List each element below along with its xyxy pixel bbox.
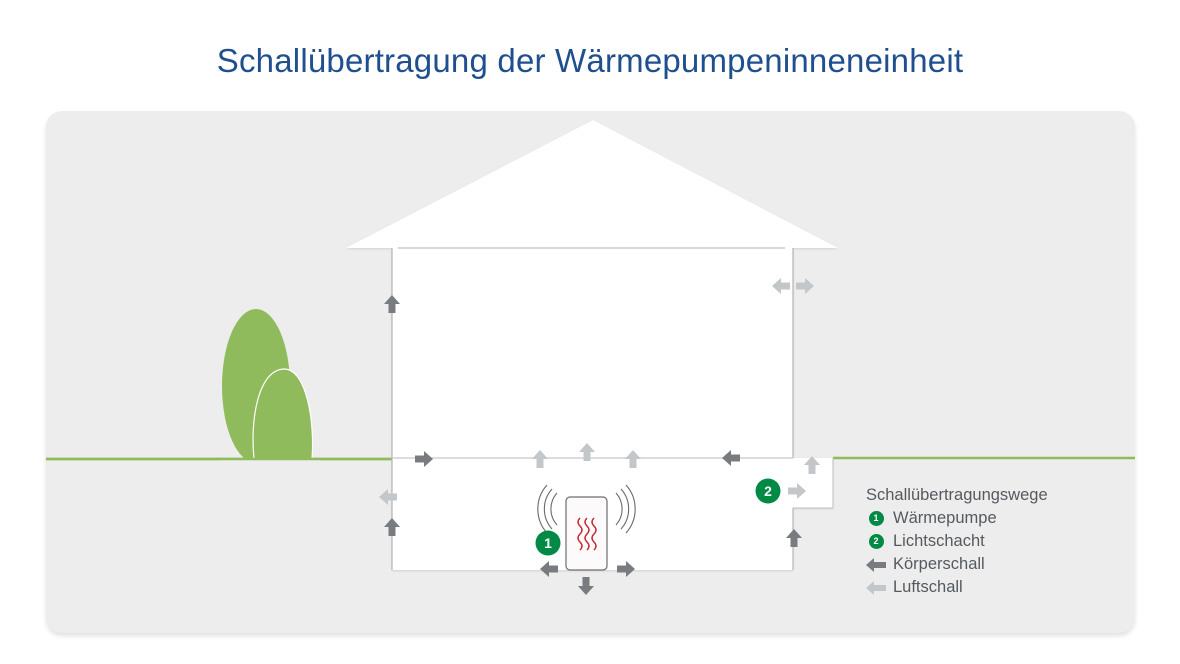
upper-floor [392,248,793,458]
tree-icon [220,309,320,465]
dark-arrow-left-icon [866,557,886,573]
heat-pump-unit [565,496,608,571]
badge-2: 2 [755,478,781,504]
legend-item-waermepumpe: 1 Wärmepumpe [866,507,1048,530]
svg-text:2: 2 [764,483,772,499]
legend-heading: Schallübertragungswege [866,486,1048,504]
roof [346,120,838,248]
light-arrow-left-icon [866,580,886,596]
legend-item-lichtschacht: 2 Lichtschacht [866,530,1048,553]
badge-2-icon: 2 [868,534,884,549]
badge-1-icon: 1 [868,511,884,526]
legend-item-koerperschall: Körperschall [866,553,1048,576]
house [346,120,838,570]
heat-waves-icon [577,517,597,551]
dark-arrow-down-icon [578,577,594,595]
light-arrow-right-icon [796,278,814,294]
sound-waves-icon [537,484,636,534]
legend: Schallübertragungswege 1 Wärmepumpe 2 Li… [866,484,1048,599]
legend-item-luftschall: Luftschall [866,576,1048,599]
svg-text:1: 1 [544,535,552,551]
page-title: Schallübertragung der Wärmepumpeninnenei… [216,42,964,79]
badge-1: 1 [535,530,561,556]
